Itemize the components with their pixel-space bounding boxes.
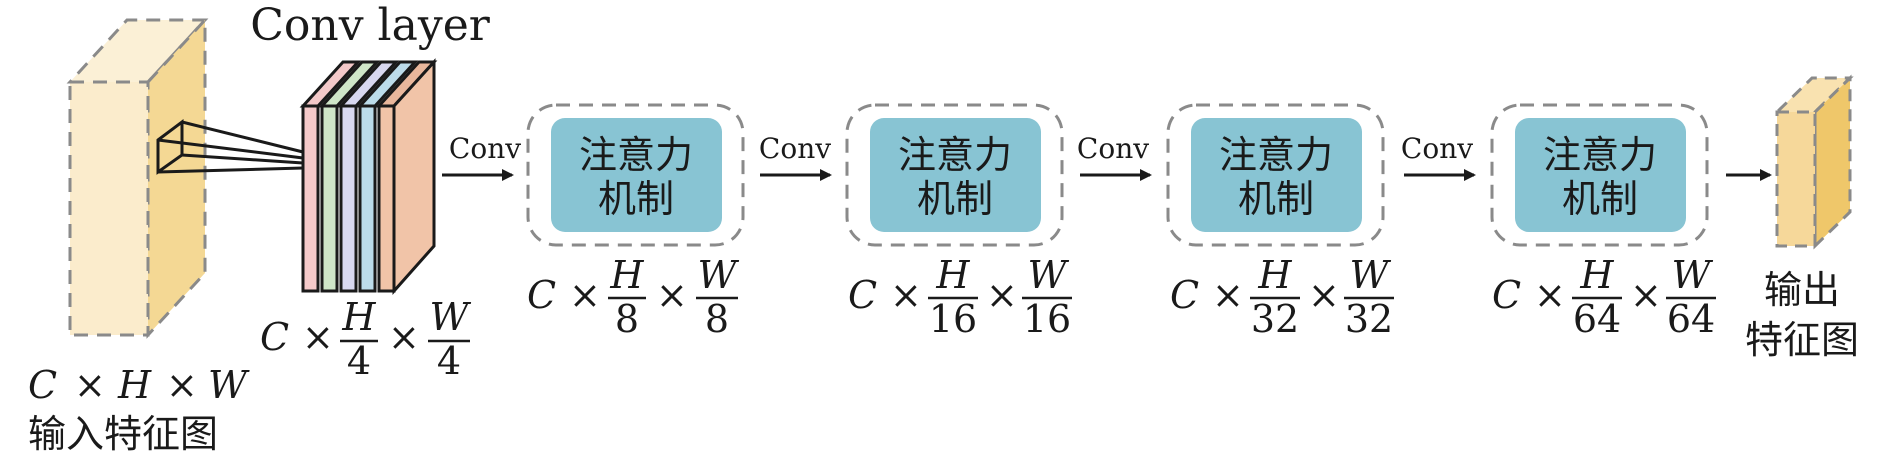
conv-dim-times-2: ×	[388, 315, 420, 359]
stage-1-dim-w-den: 8	[705, 297, 729, 341]
attention-block-1-line1: 注意力	[579, 133, 693, 177]
stage-1-dim-times-1: ×	[569, 273, 601, 317]
attention-block-4-line2: 机制	[1562, 177, 1638, 221]
stage-3-dim-h-den: 32	[1251, 297, 1299, 341]
stage-2-dim-c: C	[848, 273, 877, 317]
input-front-face	[68, 80, 150, 337]
attention-block-3: 注意力 机制	[1166, 103, 1385, 247]
input-side-face	[146, 16, 207, 339]
conv-layer-stack	[299, 58, 438, 295]
arrow-conv-1-label: Conv	[449, 132, 521, 165]
conv-dim-h: H	[341, 295, 376, 339]
stage-4-dim-w: W	[1671, 253, 1713, 297]
conv-dim-c: C	[260, 315, 289, 359]
stage-2-dim-w-den: 16	[1023, 297, 1071, 341]
attention-block-4-line1: 注意力	[1543, 133, 1657, 177]
stage-4-dimensions: C × H 64 × W 64	[1492, 253, 1716, 341]
conv-dim-times-1: ×	[302, 315, 334, 359]
stage-4-dim-times-1: ×	[1534, 273, 1566, 317]
arrow-conv-3: Conv	[1077, 132, 1152, 181]
attention-block-3-line2: 机制	[1238, 177, 1314, 221]
input-dimensions: C × H × W	[28, 363, 250, 407]
stage-2-dim-h: H	[935, 253, 970, 297]
stage-4-dim-h: H	[1579, 253, 1614, 297]
conv-dim-w: W	[429, 295, 471, 339]
attention-block-1-line2: 机制	[598, 177, 674, 221]
stage-2-dim-w: W	[1027, 253, 1069, 297]
conv-sheet-3	[337, 60, 400, 293]
stage-1-dim-w: W	[697, 253, 739, 297]
input-dim-times-1: ×	[74, 363, 106, 407]
input-dim-w: W	[208, 363, 250, 407]
stage-3-dim-w-den: 32	[1345, 297, 1393, 341]
output-side-face	[1813, 74, 1852, 250]
stage-1-dim-h-den: 8	[615, 297, 639, 341]
attention-block-2: 注意力 机制	[845, 103, 1064, 247]
stage-2-dim-times-2: ×	[986, 273, 1018, 317]
stage-4-dim-c: C	[1492, 273, 1521, 317]
attention-block-3-line1: 注意力	[1219, 133, 1333, 177]
output-front-face	[1775, 110, 1817, 248]
stage-2-dim-times-1: ×	[890, 273, 922, 317]
conv-sheet-4	[356, 60, 419, 293]
stage-4-dim-times-2: ×	[1630, 273, 1662, 317]
stage-1-dim-times-2: ×	[656, 273, 688, 317]
stage-1-dimensions: C × H 8 × W 8	[527, 253, 739, 341]
stage-4-dim-w-den: 64	[1667, 297, 1715, 341]
attention-block-1: 注意力 机制	[526, 103, 745, 247]
output-feature-map	[1773, 74, 1854, 250]
stage-3-dim-times-2: ×	[1308, 273, 1340, 317]
output-caption-line1: 输出	[1764, 268, 1840, 312]
stage-4-dim-h-den: 64	[1573, 297, 1621, 341]
conv-sheet-1	[299, 60, 362, 293]
arrow-conv-2-label: Conv	[759, 132, 831, 165]
conv-sheet-5	[375, 58, 438, 295]
input-dim-h: H	[117, 363, 152, 407]
conv-dim-h-den: 4	[347, 339, 371, 383]
stage-2-dimensions: C × H 16 × W 16	[848, 253, 1072, 341]
stage-3-dim-times-1: ×	[1212, 273, 1244, 317]
conv-sheet-2	[318, 60, 381, 293]
conv-dimensions: C × H 4 × W 4	[260, 295, 471, 383]
stage-1-dim-c: C	[527, 273, 556, 317]
input-caption: 输入特征图	[28, 412, 218, 455]
attention-block-2-line1: 注意力	[898, 133, 1012, 177]
input-feature-map	[66, 16, 304, 339]
attention-block-2-line2: 机制	[917, 177, 993, 221]
arrow-conv-4: Conv	[1401, 132, 1476, 181]
input-dim-times-2: ×	[166, 363, 198, 407]
output-caption-line2: 特征图	[1745, 318, 1859, 362]
stage-3-dim-h: H	[1257, 253, 1292, 297]
stage-3-dim-w: W	[1349, 253, 1391, 297]
input-dim-c: C	[28, 363, 57, 407]
stage-1-dim-h: H	[609, 253, 644, 297]
stage-3-dimensions: C × H 32 × W 32	[1170, 253, 1394, 341]
arrow-conv-1: Conv	[442, 132, 521, 181]
conv-dim-w-den: 4	[437, 339, 461, 383]
stage-2-dim-h-den: 16	[929, 297, 977, 341]
receptive-field-cone	[156, 119, 304, 175]
attention-block-4: 注意力 机制	[1490, 103, 1709, 247]
arrow-conv-4-label: Conv	[1401, 132, 1473, 165]
conv-layer-label: Conv layer	[250, 0, 491, 51]
arrow-conv-2: Conv	[759, 132, 832, 181]
stage-3-dim-c: C	[1170, 273, 1199, 317]
arrow-conv-3-label: Conv	[1077, 132, 1149, 165]
